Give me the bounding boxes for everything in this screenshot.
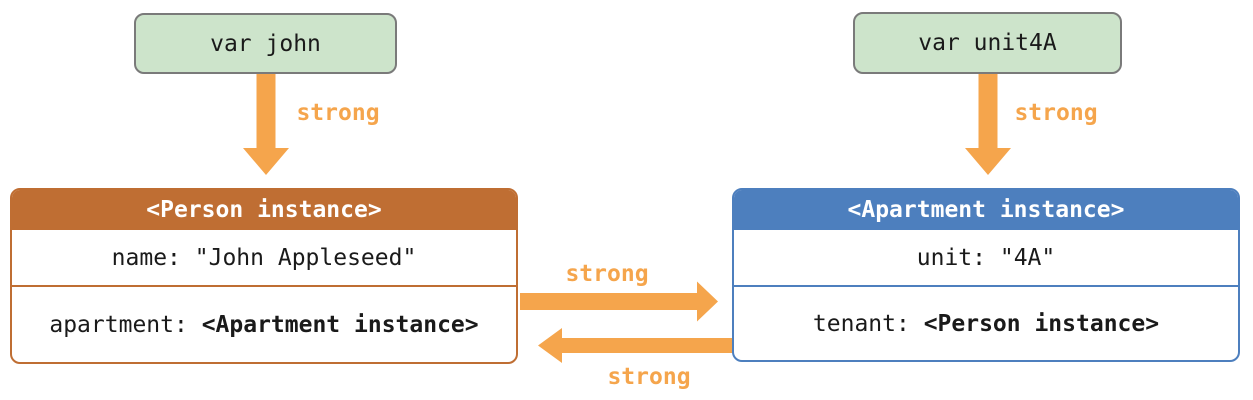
person-apartment-value: <Apartment instance> (201, 311, 479, 338)
variable-box-john: var john (134, 13, 397, 74)
strong-label-apartment-property: strong (565, 261, 649, 287)
person-name-value: "John Appleseed" (194, 244, 417, 271)
strong-label-unit4a: strong (1014, 100, 1098, 126)
apartment-unit-property: unit: (916, 244, 1000, 271)
strong-arrow-right (520, 281, 718, 322)
person-name-row: name: "John Appleseed" (12, 230, 516, 287)
person-instance-title: <Person instance> (146, 197, 382, 223)
person-apartment-row: apartment: <Apartment instance> (12, 287, 516, 362)
apartment-instance-title: <Apartment instance> (847, 197, 1125, 223)
person-apartment-property: apartment: (49, 311, 202, 338)
apartment-unit-row: unit: "4A" (734, 230, 1238, 287)
strong-arrow-down-left (243, 74, 289, 175)
apartment-unit-value: "4A" (999, 244, 1056, 271)
apartment-tenant-property: tenant: (812, 310, 924, 337)
strong-label-john: strong (296, 100, 380, 126)
person-instance-header: <Person instance> (12, 190, 516, 230)
variable-label-unit4a: var unit4A (918, 30, 1057, 56)
apartment-tenant-value: <Person instance> (923, 310, 1160, 337)
apartment-instance-header: <Apartment instance> (734, 190, 1238, 230)
strong-label-tenant-property: strong (607, 364, 691, 390)
variable-label-john: var john (210, 30, 321, 57)
person-name-property: name: (111, 244, 195, 271)
strong-arrow-down-right (965, 74, 1011, 175)
variable-box-unit4a: var unit4A (853, 12, 1122, 74)
person-instance-box: <Person instance> name: "John Appleseed"… (10, 188, 518, 364)
apartment-instance-box: <Apartment instance> unit: "4A" tenant: … (732, 188, 1240, 362)
strong-arrow-left (538, 328, 733, 363)
apartment-tenant-row: tenant: <Person instance> (734, 287, 1238, 360)
